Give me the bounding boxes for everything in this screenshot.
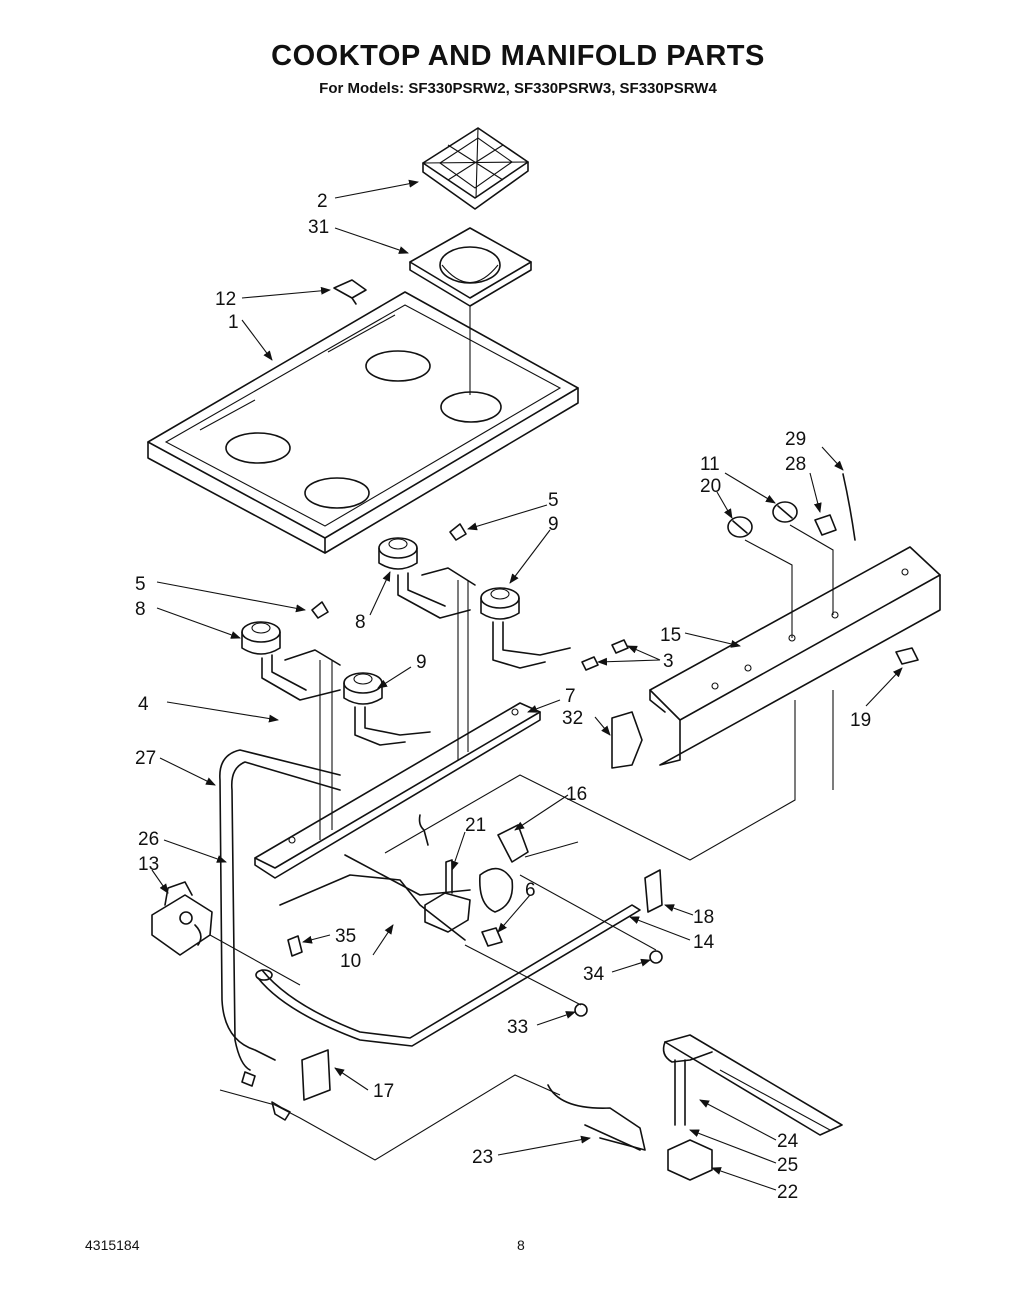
callout-11: 11 <box>700 454 720 475</box>
gas-tubing <box>219 749 561 1161</box>
callout-19: 19 <box>850 710 871 731</box>
mounting-screw-34 <box>649 950 663 964</box>
callout-24: 24 <box>777 1131 799 1152</box>
callout-5-right: 5 <box>548 490 559 511</box>
side-bracket <box>644 869 663 913</box>
callout-21: 21 <box>465 815 486 836</box>
burner-bowl <box>409 227 532 307</box>
callout-35: 35 <box>335 926 356 947</box>
main-manifold-pipe <box>255 904 641 1047</box>
callout-27: 27 <box>135 748 156 769</box>
callout-7: 7 <box>565 686 576 707</box>
callout-34: 34 <box>583 964 605 985</box>
cooktop-panel <box>147 291 579 554</box>
document-number: 4315184 <box>85 1237 140 1253</box>
orifice-hood-a <box>611 639 629 654</box>
callout-8-left: 8 <box>135 599 146 620</box>
callout-12: 12 <box>215 289 236 310</box>
cooktop-clip <box>333 279 367 305</box>
panel-bracket <box>611 711 643 769</box>
callout-numbers: 2 31 12 1 29 11 28 20 5 9 5 8 8 15 3 9 7… <box>135 191 871 1203</box>
burner-grate <box>422 127 529 210</box>
callout-3: 3 <box>663 651 674 672</box>
callout-33: 33 <box>507 1017 528 1038</box>
callout-14: 14 <box>693 932 715 953</box>
callout-28: 28 <box>785 454 806 475</box>
left-burner-assembly <box>241 621 431 746</box>
callout-31: 31 <box>308 217 329 238</box>
orifice-hood-b <box>581 656 599 671</box>
control-knobs <box>727 473 856 541</box>
page-number: 8 <box>517 1237 525 1253</box>
callout-1: 1 <box>228 312 239 333</box>
callout-leaders <box>151 179 903 1191</box>
callout-32: 32 <box>562 708 583 729</box>
callout-20: 20 <box>700 476 721 497</box>
callout-17: 17 <box>373 1081 394 1102</box>
callout-8-right: 8 <box>355 612 366 633</box>
gas-pressure-regulator <box>151 881 213 956</box>
burner-clip-left <box>311 601 329 619</box>
callout-23: 23 <box>472 1147 493 1168</box>
lower-mounting-bracket <box>301 1049 331 1101</box>
burner-clip-right <box>449 523 467 541</box>
callout-5-left: 5 <box>135 574 146 595</box>
callout-16: 16 <box>566 784 587 805</box>
callout-22: 22 <box>777 1182 798 1203</box>
callout-25: 25 <box>777 1155 798 1176</box>
callout-26: 26 <box>138 829 159 850</box>
callout-4: 4 <box>138 694 149 715</box>
callout-18: 18 <box>693 907 714 928</box>
callout-9-left: 9 <box>416 652 427 673</box>
callout-10: 10 <box>340 951 361 972</box>
page-title: COOKTOP AND MANIFOLD PARTS <box>271 40 765 72</box>
ignition-switch <box>895 647 919 665</box>
valve-assembly <box>279 814 579 947</box>
callout-15: 15 <box>660 625 681 646</box>
right-burner-assembly <box>378 537 571 669</box>
callout-6: 6 <box>525 880 536 901</box>
model-list: For Models: SF330PSRW2, SF330PSRW3, SF33… <box>319 80 717 97</box>
orifice-spud <box>287 935 303 957</box>
callout-9-right: 9 <box>548 514 559 535</box>
bake-burner-assembly <box>547 1034 843 1181</box>
burner-support-bar <box>254 702 541 879</box>
callout-2: 2 <box>317 191 328 212</box>
callout-13: 13 <box>138 854 159 875</box>
mounting-screw-33 <box>574 1003 588 1017</box>
callout-29: 29 <box>785 429 806 450</box>
